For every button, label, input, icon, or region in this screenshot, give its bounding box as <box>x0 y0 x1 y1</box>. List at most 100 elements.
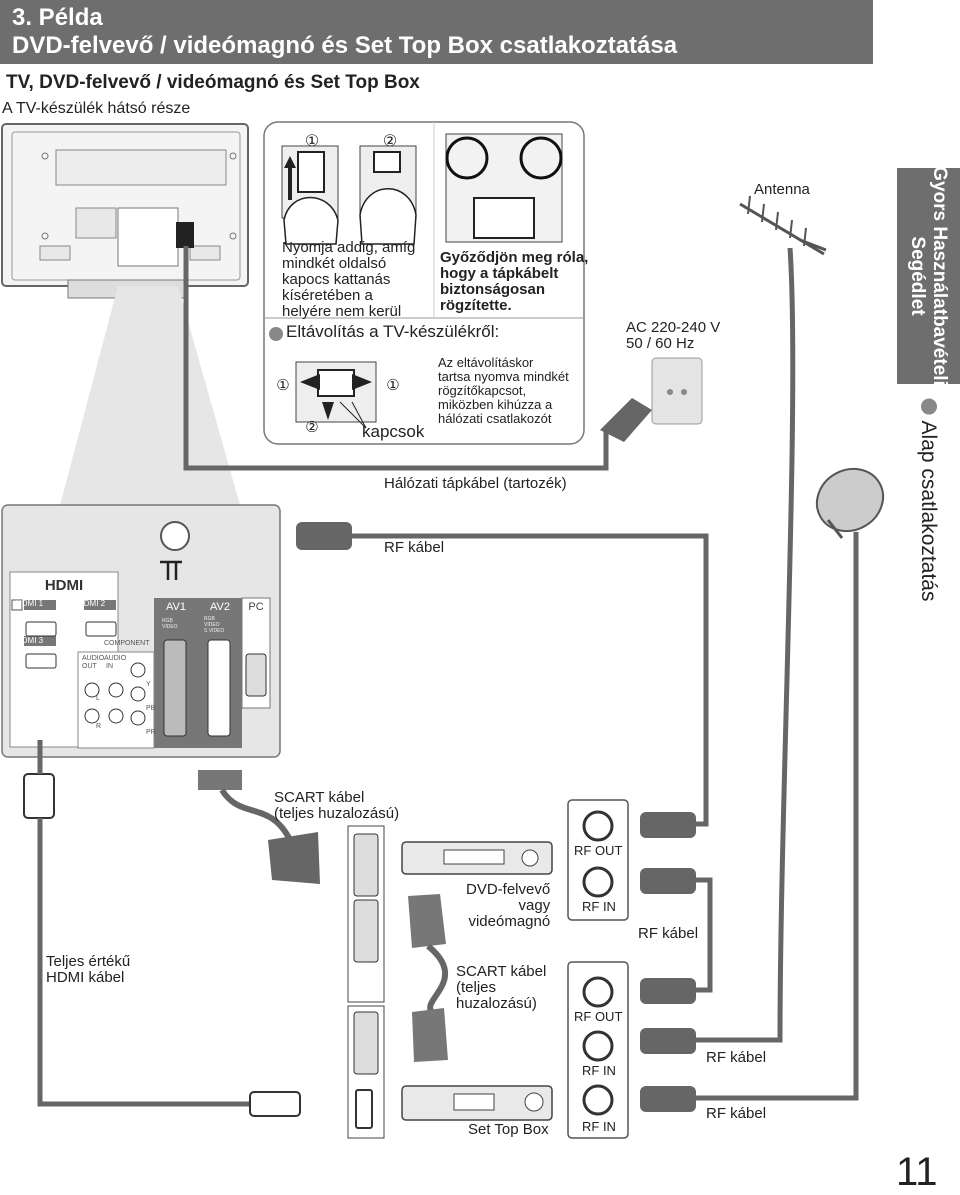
av2-label: AV2 <box>210 601 230 613</box>
scart-line: (teljes <box>456 979 497 996</box>
av2-rgb: RGB <box>204 616 216 622</box>
antenna-illustration <box>739 195 827 256</box>
ensure-note: Győződjön meg róla, hogy a tápkábelt biz… <box>440 250 588 314</box>
dvd-line: videómagnó <box>468 913 551 930</box>
stb-rf-out-label: RF OUT <box>574 1009 623 1024</box>
press-line: kíséretében a <box>282 287 373 304</box>
dvd-line: vagy <box>518 897 551 914</box>
antenna-label: Antenna <box>754 181 810 198</box>
page-number: 11 <box>896 1150 938 1194</box>
hdmi3-label: HDMI 3 <box>16 636 44 645</box>
scart-cable-2 <box>426 943 449 1015</box>
hdmi-cable <box>37 818 254 1107</box>
pc-label: PC <box>248 601 263 613</box>
power-rating: AC 220-240 V 50 / 60 Hz <box>626 320 720 352</box>
audio-out-label-1: AUDIO <box>82 655 105 662</box>
plug-instruction-callout: ① ② ① ① ② <box>263 121 585 445</box>
audio-in-label-1: AUDIO <box>104 655 127 662</box>
removal-line: Az eltávolításkor <box>438 355 534 370</box>
hdmi-line: HDMI kábel <box>46 969 125 986</box>
satellite-cable <box>654 532 859 1101</box>
step-1-label: ① <box>305 133 319 150</box>
frequency-label: 50 / 60 Hz <box>626 335 695 352</box>
rear-panel-zoom: HDMI HDMI 1 HDMI 2 HDMI 3 AV1 AV2 PC COM… <box>1 504 281 758</box>
set-top-box <box>401 1085 553 1121</box>
hdmi-plug-stb <box>249 1091 301 1117</box>
satellite-dish <box>815 467 885 539</box>
component-label: COMPONENT <box>104 640 150 647</box>
l-label: L <box>96 695 100 702</box>
rf-cable-label-satellite: RF kábel <box>706 1105 767 1122</box>
rf-cable-tv <box>350 533 709 827</box>
removal-line: hálózati csatlakozót <box>438 411 552 426</box>
scart-plug-stb <box>412 1008 448 1062</box>
press-line: helyére nem kerül <box>282 303 402 320</box>
press-line: mindkét oldalsó <box>282 255 387 272</box>
removal-line: rögzítőkapcsot, <box>438 383 527 398</box>
dvd-rf-in-label: RF IN <box>582 899 616 914</box>
dvd-rf-out-label: RF OUT <box>574 843 623 858</box>
stb-rf-in-label-1: RF IN <box>582 1063 616 1078</box>
av2-video: VIDEO <box>204 622 220 628</box>
dvd-label: DVD-felvevő vagy videómagnó <box>466 882 550 930</box>
remove-step-1-right: ① <box>386 377 399 394</box>
clips-label: kapcsok <box>362 422 425 441</box>
hdmi-plug-tv <box>23 773 55 819</box>
step-2-label: ② <box>383 133 397 150</box>
hdmi-line: Teljes értékű <box>46 953 131 970</box>
mains-cable-label: Hálózati tápkábel (tartozék) <box>384 475 567 492</box>
hdmi1-label: HDMI 1 <box>16 599 44 608</box>
pb-label: PB <box>146 705 156 712</box>
audio-in-label-2: IN <box>106 663 113 670</box>
press-line: kapocs kattanás <box>282 271 391 288</box>
dvd-line: DVD-felvevő <box>466 881 551 898</box>
voltage-label: AC 220-240 V <box>626 319 721 336</box>
av2-svideo: S VIDEO <box>204 628 224 634</box>
removal-title: Eltávolítás a TV-készülékről: <box>286 322 500 341</box>
antenna-cable <box>654 247 796 1043</box>
zoom-funnel <box>60 286 240 505</box>
tv-back-illustration <box>1 123 249 299</box>
scart-line: SCART kábel <box>456 963 547 980</box>
r-label: R <box>96 723 101 730</box>
remove-step-2: ② <box>305 419 318 436</box>
scart-line: (teljes huzalozású) <box>274 805 400 822</box>
scart-line: huzalozású) <box>456 995 537 1012</box>
hdmi2-label: HDMI 2 <box>78 599 106 608</box>
removal-instructions: Az eltávolításkor tartsa nyomva mindkét … <box>438 356 569 426</box>
press-line: Nyomja addig, amíg <box>282 239 416 256</box>
y-label: Y <box>146 681 151 688</box>
pr-label: PR <box>146 729 156 736</box>
hdmi-logo: HDMI <box>45 577 83 594</box>
removal-line: tartsa nyomva mindkét <box>438 369 569 384</box>
remove-step-1-left: ① <box>276 377 289 394</box>
scart-line: SCART kábel <box>274 789 365 806</box>
press-instructions: Nyomja addig, amíg mindkét oldalsó kapoc… <box>282 240 415 320</box>
dvd-rf-panel <box>567 799 629 921</box>
audio-out-label-2: OUT <box>82 663 98 670</box>
dvd-recorder <box>401 841 553 875</box>
mains-plug <box>600 398 652 442</box>
side-tab <box>897 168 960 384</box>
removal-line: miközben kihúzza a <box>438 397 553 412</box>
stb-rf-in-label-2: RF IN <box>582 1119 616 1134</box>
av1-label: AV1 <box>166 601 186 613</box>
scart-plug-dvd-2 <box>408 894 446 948</box>
ensure-line: hogy a tápkábelt <box>440 265 559 282</box>
scart-cable-label-2: SCART kábel (teljes huzalozású) <box>456 964 546 1012</box>
scart-plug-tv <box>198 770 242 790</box>
title-banner: 3. Példa DVD-felvevő / videómagnó és Set… <box>0 0 873 64</box>
mains-cable <box>183 246 609 471</box>
ensure-line: Győződjön meg róla, <box>440 249 589 266</box>
rf-cable-label-top: RF kábel <box>384 539 445 556</box>
av1-rgb: RGB <box>162 618 174 624</box>
ensure-line: rögzítette. <box>440 297 512 314</box>
page-title: DVD-felvevő / videómagnó és Set Top Box … <box>12 32 678 59</box>
example-number: 3. Példa <box>12 4 103 31</box>
av1-video: VIDEO <box>162 624 178 630</box>
scart-cable-label-1: SCART kábel (teljes huzalozású) <box>274 790 399 822</box>
ensure-line: biztonságosan <box>440 281 546 298</box>
rear-panel-caption: A TV-készülék hátsó része <box>2 100 191 117</box>
section-subtitle: TV, DVD-felvevő / videómagnó és Set Top … <box>6 72 420 93</box>
